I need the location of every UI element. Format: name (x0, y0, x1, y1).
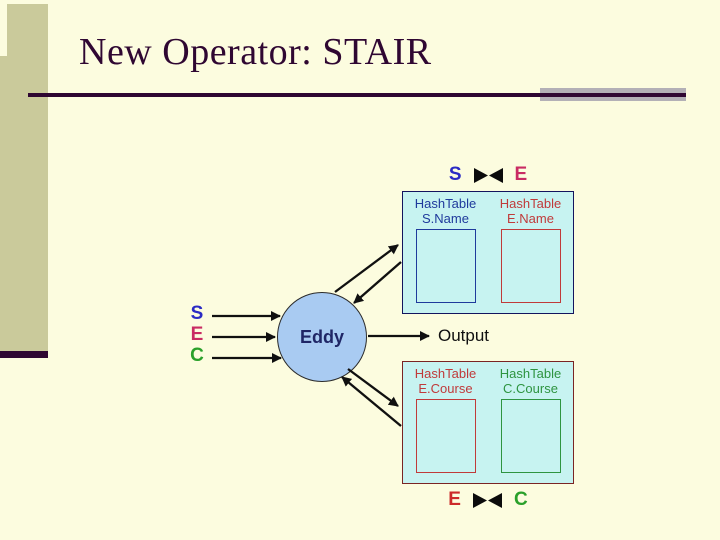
left-accent-bar-notch (0, 4, 7, 56)
arrow-bottom-table-to-eddy (341, 376, 402, 427)
hashtable-label-line2: S.Name (422, 211, 469, 226)
eddy-node: Eddy (277, 292, 367, 382)
hashtable-e-name: HashTable E.Name (488, 192, 573, 313)
source-relations: S E C (185, 303, 209, 366)
slide-title: New Operator: STAIR (79, 31, 432, 73)
arrow-top-table-to-eddy (353, 261, 402, 304)
hashtable-label-line2: E.Name (507, 211, 554, 226)
join-operator-icon (473, 167, 503, 183)
eddy-label: Eddy (299, 326, 344, 347)
bottom-join-label: E C (402, 489, 574, 511)
hash-bucket-e-course (415, 399, 476, 473)
bottom-join-right-operand: C (513, 489, 528, 510)
hash-bucket-e-name (500, 229, 561, 303)
hashtable-c-course: HashTable C.Course (488, 362, 573, 483)
top-join-label: S E (402, 164, 574, 186)
hashtable-label-line1: HashTable (499, 196, 562, 211)
source-c: C (190, 345, 204, 366)
hashtable-label-line1: HashTable (499, 366, 562, 381)
bottom-hashtable-panel: HashTable E.Course HashTable C.Course (402, 361, 574, 484)
left-accent-underline (0, 351, 48, 358)
hashtable-label: HashTable E.Course (415, 366, 476, 396)
hash-bucket-s-name (415, 229, 476, 303)
hashtable-label: HashTable E.Name (500, 196, 561, 226)
hash-bucket-c-course (500, 399, 561, 473)
hashtable-label: HashTable C.Course (500, 366, 561, 396)
hashtable-label-line1: HashTable (414, 366, 477, 381)
join-operator-icon (472, 492, 502, 508)
output-label: Output (438, 326, 490, 345)
source-s: S (190, 303, 204, 324)
hashtable-label: HashTable S.Name (415, 196, 476, 226)
top-join-right-operand: E (514, 164, 528, 185)
top-hashtable-panel: HashTable S.Name HashTable E.Name (402, 191, 574, 314)
top-join-left-operand: S (448, 164, 462, 185)
title-underline (28, 93, 686, 97)
arrow-eddy-to-top-table (334, 244, 399, 293)
hashtable-label-line2: C.Course (503, 381, 558, 396)
left-accent-bar (0, 4, 48, 352)
hashtable-s-name: HashTable S.Name (403, 192, 488, 313)
hashtable-e-course: HashTable E.Course (403, 362, 488, 483)
hashtable-label-line1: HashTable (414, 196, 477, 211)
source-e: E (190, 324, 204, 345)
hashtable-label-line2: E.Course (418, 381, 473, 396)
bottom-join-left-operand: E (448, 489, 461, 510)
arrow-eddy-to-bottom-table (347, 368, 399, 407)
